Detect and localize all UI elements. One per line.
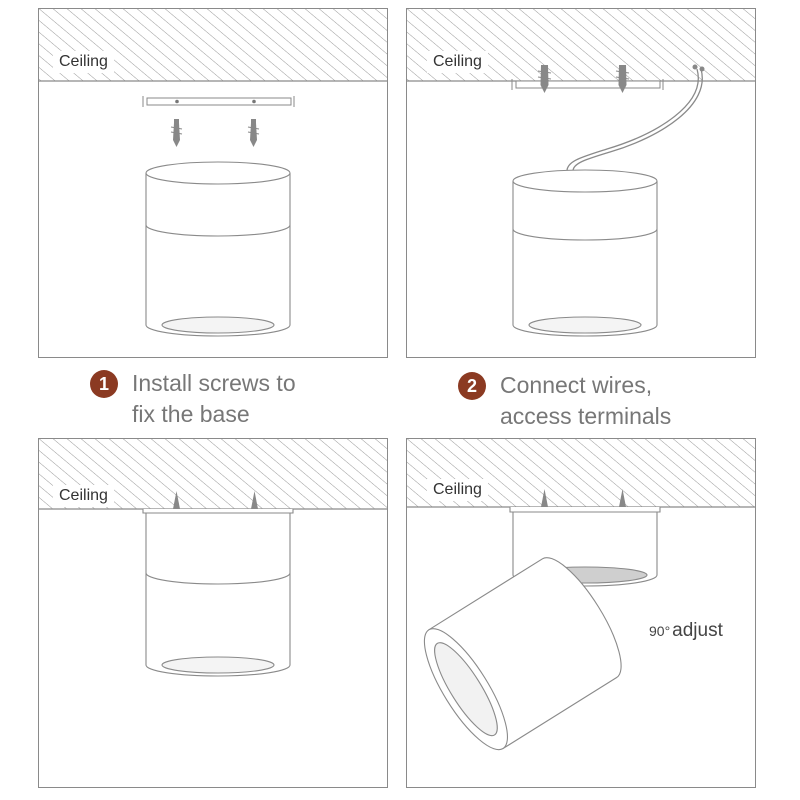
ceiling-label: Ceiling bbox=[53, 485, 114, 507]
adjust-text: adjust bbox=[672, 620, 723, 641]
screw-tip bbox=[173, 491, 258, 509]
step-1-badge: 1 bbox=[90, 370, 118, 398]
ceiling-label: Ceiling bbox=[427, 479, 488, 501]
panel-1-drawing bbox=[39, 9, 387, 337]
step-1-line-2: fix the base bbox=[132, 401, 250, 427]
lamp-body bbox=[142, 509, 294, 677]
lamp-body bbox=[512, 169, 658, 337]
screw bbox=[615, 65, 630, 93]
step-2-badge: 2 bbox=[458, 372, 486, 400]
screw bbox=[537, 65, 552, 93]
tilted-lamp-head bbox=[423, 557, 622, 751]
screw bbox=[247, 119, 260, 147]
panel-step-2: Ceiling bbox=[406, 8, 756, 358]
panel-step-3: Ceiling bbox=[38, 438, 388, 788]
screw bbox=[170, 119, 183, 147]
panel-step-4: Ceiling 90°adjust bbox=[406, 438, 756, 788]
panel-4-drawing bbox=[407, 439, 755, 751]
mounting-bracket bbox=[511, 79, 664, 90]
panel-step-1: Ceiling bbox=[38, 8, 388, 358]
screw-tip bbox=[541, 489, 626, 507]
step-1-caption: 1 Install screws to fix the base bbox=[90, 368, 296, 430]
adjust-degree: 90° bbox=[649, 623, 671, 639]
step-2-line-2: access terminals bbox=[500, 403, 672, 429]
ceiling-label: Ceiling bbox=[53, 51, 114, 73]
wire bbox=[566, 68, 703, 172]
step-2-caption: 2 Connect wires, access terminals bbox=[458, 370, 671, 432]
step-2-line-1: Connect wires, bbox=[500, 372, 653, 398]
ceiling-label: Ceiling bbox=[427, 51, 488, 73]
step-1-line-1: Install screws to bbox=[132, 370, 296, 396]
lamp-body bbox=[145, 161, 291, 337]
mounting-bracket bbox=[142, 96, 295, 107]
adjust-label: 90°adjust bbox=[649, 620, 723, 642]
